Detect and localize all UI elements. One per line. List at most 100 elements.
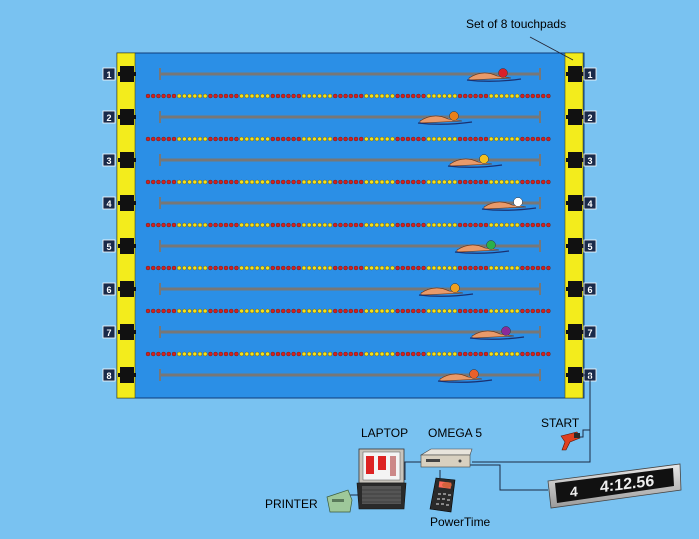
start-label: START [541,416,580,430]
lane-number-right: 5 [583,239,597,253]
lane-number-text: 3 [587,156,592,166]
touchpad-strip-left [116,52,136,399]
printer-label: PRINTER [265,497,318,511]
lane-number-right: 1 [583,67,597,81]
swim-cap [513,197,523,207]
swimmer-4 [481,197,537,211]
swimmer-1 [466,68,522,82]
swim-cap [479,154,489,164]
omega-5-icon [419,448,473,468]
lane-number-right: 6 [583,282,597,296]
laptop-cable [404,461,421,480]
touchpad-bar [566,244,584,248]
powertime-icon [429,477,456,513]
swim-cap [450,283,460,293]
swim-cap [501,326,511,336]
swimmer-3 [447,154,503,168]
touchpad-cable [472,374,591,463]
touchpad-bar [118,158,136,162]
swim-cap [449,111,459,121]
printer-icon [326,489,353,513]
cables [339,374,591,500]
lane-number-right: 7 [583,325,597,339]
lane-number-text: 1 [587,70,592,80]
swimmer-6 [418,283,474,297]
omega-label: OMEGA 5 [428,426,483,440]
touchpad-bar [118,72,136,76]
lane-number-text: 6 [106,285,111,295]
lane-number-right: 2 [583,110,597,124]
touchpad-bar [118,330,136,334]
laptop-icon [356,448,407,510]
touchpad-bar [566,373,584,377]
lane-rope [145,308,551,314]
scoreboard-cable [470,464,548,491]
start-device-icon [560,431,581,451]
swimmer-8 [437,369,493,383]
touchpads-leader-line [529,36,574,61]
lane-number-text: 7 [106,328,111,338]
swimmer-7 [469,326,525,340]
lane-number-right: 4 [583,196,597,210]
lane-rope [145,351,551,357]
powertime-label: PowerTime [430,515,491,529]
lane-number-left: 7 [102,325,116,339]
touchpad-bar [566,72,584,76]
lane-number-left: 6 [102,282,116,296]
lane-rope [145,179,551,185]
lane-number-text: 4 [106,199,111,209]
touchpad-bar [566,115,584,119]
touchpad-bar [118,287,136,291]
lane-number-text: 8 [106,371,111,381]
scoreboard-lane: 4 [570,483,578,500]
lane-number-left: 8 [102,368,116,382]
touchpad-bar [118,373,136,377]
touchpad-bar [566,158,584,162]
lane-number-text: 5 [587,242,592,252]
lane-number-left: 3 [102,153,116,167]
lane-number-text: 6 [587,285,592,295]
lane-number-text: 2 [106,113,111,123]
lane-number-text: 4 [587,199,592,209]
lane-rope [145,93,551,99]
lane-rope [145,265,551,271]
touchpad-bar [118,115,136,119]
lane-number-left: 1 [102,67,116,81]
lane-number-left: 4 [102,196,116,210]
swim-cap [498,68,508,78]
touchpad-strip-right [564,52,584,399]
lane-rope [145,136,551,142]
lane-number-text: 1 [106,70,111,80]
laptop-label: LAPTOP [361,426,409,440]
swim-cap [486,240,496,250]
touchpad-bar [566,287,584,291]
touchpads-label: Set of 8 touchpads [466,17,567,31]
lane-number-text: 5 [106,242,111,252]
lane-rope [145,222,551,228]
touchpad-bar [566,201,584,205]
swimmer-2 [417,111,473,125]
swim-cap [469,369,479,379]
lane-number-text: 2 [587,113,592,123]
lane-number-text: 7 [587,328,592,338]
lane-number-left: 5 [102,239,116,253]
touchpad-bar [118,244,136,248]
touchpad-bar [566,330,584,334]
start-cable [580,429,590,438]
lane-number-left: 2 [102,110,116,124]
touchpad-bar [118,201,136,205]
swimmer-5 [454,240,510,254]
lane-number-text: 3 [106,156,111,166]
lane-number-right: 3 [583,153,597,167]
